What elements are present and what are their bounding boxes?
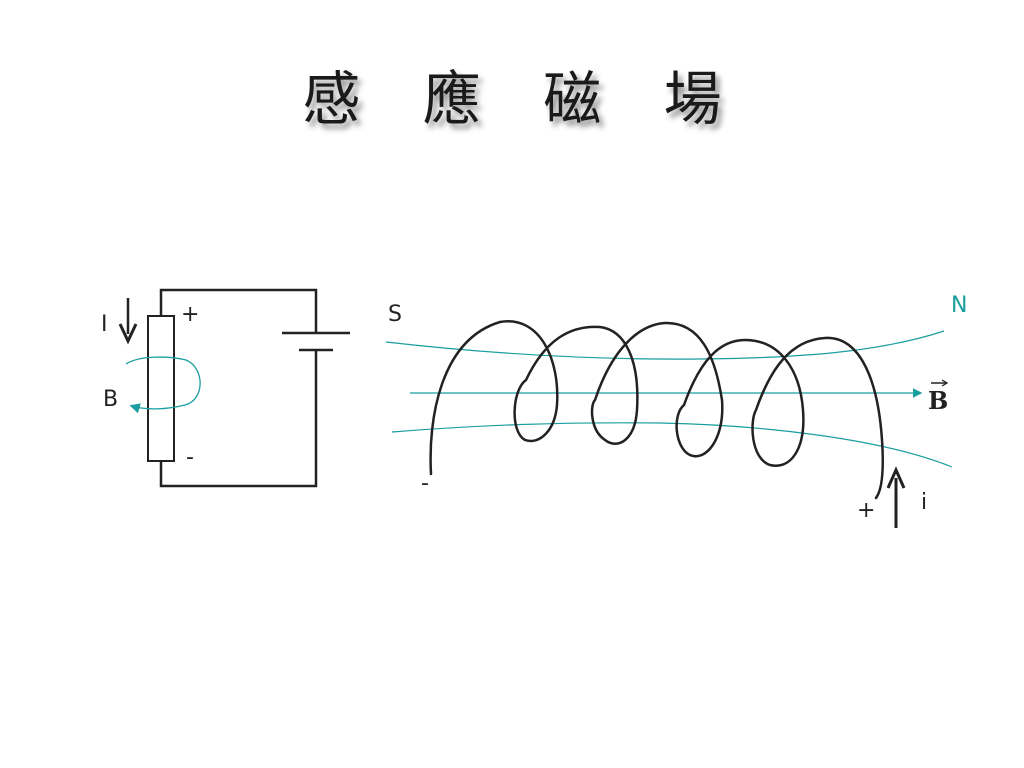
current-arrow-icon xyxy=(118,298,138,345)
north-pole-label: N xyxy=(951,293,967,318)
solenoid-coil xyxy=(429,320,884,500)
field-vector-label: B xyxy=(928,386,948,415)
coil-current-arrow-icon xyxy=(886,466,906,528)
coil-minus-label: - xyxy=(421,471,429,496)
field-label: B xyxy=(103,387,118,412)
coil-current-label: i xyxy=(921,490,927,515)
field-loop xyxy=(125,356,201,414)
coil-plus-label: + xyxy=(857,498,875,523)
field-line-top xyxy=(385,330,945,360)
minus-terminal-label: - xyxy=(186,445,194,470)
circuit-wire xyxy=(159,288,318,488)
solenoid-diagram: S N B i + - xyxy=(385,293,967,528)
plus-terminal-label: + xyxy=(181,302,199,327)
south-pole-label: S xyxy=(388,302,402,327)
current-label: I xyxy=(101,312,108,337)
circuit-diagram: I B + - xyxy=(101,288,350,488)
slide-title: 感 應 磁 場 xyxy=(302,65,744,133)
field-line-bottom xyxy=(391,422,953,468)
resistor-conductor xyxy=(147,315,175,462)
